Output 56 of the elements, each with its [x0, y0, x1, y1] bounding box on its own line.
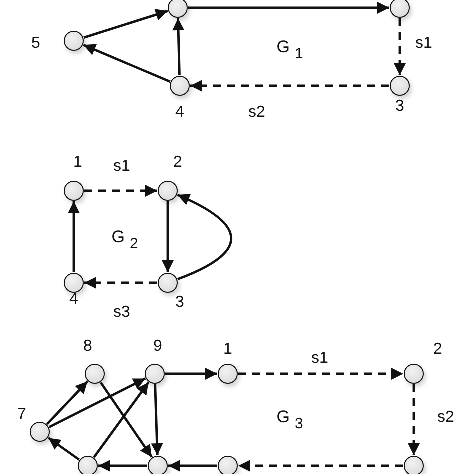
node-circle: [158, 273, 178, 293]
node-circle: [64, 31, 84, 51]
node-number: 4: [176, 105, 184, 121]
node-circle: [145, 364, 165, 384]
arrow: [100, 382, 154, 458]
node-number: 4: [70, 292, 78, 308]
node-number: 9: [154, 339, 162, 355]
node-number: 3: [396, 99, 404, 115]
node-number: 1: [74, 155, 82, 171]
arrow: [151, 384, 164, 456]
arrow: [98, 460, 148, 472]
node-circle: [390, 76, 410, 96]
node-circle: [158, 181, 178, 201]
node-circle: [78, 456, 98, 474]
arrow: [394, 18, 406, 76]
arrow: [84, 9, 168, 39]
arrow: [168, 460, 218, 472]
node-number: 2: [174, 155, 182, 171]
arrow: [166, 368, 218, 380]
node-number: 7: [18, 407, 26, 423]
node-circle: [64, 181, 84, 201]
arrow: [408, 384, 420, 456]
graph-label: G$_{2}$: [112, 228, 138, 252]
node-circle: [168, 0, 188, 18]
node-circle: [404, 364, 424, 384]
node-circle: [85, 364, 105, 384]
arrow: [93, 382, 150, 458]
node-circle: [390, 0, 410, 18]
node-circle: [218, 456, 238, 474]
arrow: [172, 18, 185, 76]
arrow: [48, 437, 80, 461]
arrow: [84, 185, 158, 197]
arrow: [190, 80, 390, 92]
node-number: 8: [84, 339, 92, 355]
node-number: 1: [224, 342, 232, 358]
arrow: [68, 202, 80, 272]
arrow: [84, 277, 158, 289]
node-circle: [218, 364, 238, 384]
graph-label: G$_{3}$: [276, 408, 304, 432]
node-circle: [64, 273, 84, 293]
arrow: [177, 194, 233, 280]
node-circle: [404, 456, 424, 474]
arrow: [83, 44, 171, 83]
arrow: [188, 2, 390, 14]
node-circle: [170, 76, 190, 96]
graph-label: G$_{1}$: [276, 38, 304, 62]
arrow: [238, 460, 404, 472]
arrow: [48, 378, 146, 428]
node-number: 5: [32, 36, 40, 52]
node-circle: [148, 456, 168, 474]
arrow: [238, 368, 404, 380]
arrow: [162, 202, 174, 272]
arrow: [46, 380, 89, 426]
node-number: 2: [434, 342, 442, 358]
node-number: 3: [176, 295, 184, 311]
node-circle: [30, 422, 50, 442]
